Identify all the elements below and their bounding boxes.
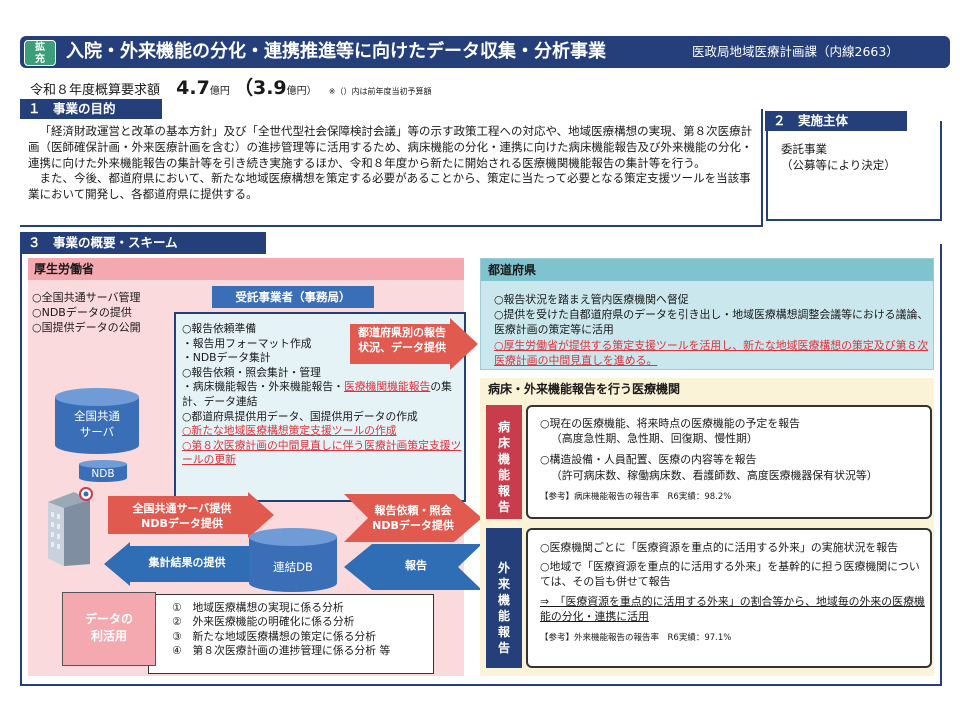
arrow-to-prefecture-label: 都道府県別の報告 状況、データ提供: [358, 326, 446, 354]
outpatient-function-report-label: 外来機能報告: [486, 528, 522, 668]
data-use-box: [148, 594, 434, 674]
contractor-heading: 受託事業者（事務局）: [212, 286, 374, 308]
server-label-line2: サーバ: [80, 425, 115, 439]
title-bar: [20, 36, 950, 68]
mhlw-duties: ○全国共通サーバ管理 ○NDBデータの提供 ○国提供データの公開: [32, 291, 141, 334]
implementer-heading: ２ 実施主体: [765, 111, 907, 131]
budget-prev-amount: （3.9: [233, 77, 287, 99]
contractor-tasks: ○報告依頼準備 ・報告用フォーマット作成 ・NDBデータ集計 ○報告依頼・照会集…: [182, 322, 462, 467]
outpatient-function-report-box: [526, 528, 932, 668]
national-server-cylinder: 全国共通 サーバ: [55, 388, 139, 454]
budget-amount: 4.7: [176, 77, 210, 99]
arrow-to-prefecture: [350, 318, 478, 370]
scheme-heading: ３ 事業の概要・スキーム: [20, 232, 266, 254]
implementer-frame: [766, 121, 942, 221]
server-label-line1: 全国共通: [74, 409, 120, 423]
outpatient-report-rate: 【参考】外来機能報告の報告率 R6実績：97.1%: [540, 633, 732, 644]
ward-function-report-label: 病床機能報告: [486, 405, 522, 519]
scheme-frame: [20, 244, 942, 686]
arrow-request-label: 報告依頼・照会 NDBデータ提供: [372, 504, 454, 532]
data-use-label: データの 利活用: [62, 592, 156, 666]
purpose-frame: [20, 109, 763, 227]
arrow-report-label: 報告: [405, 559, 427, 572]
hospitals-heading: 病床・外来機能報告を行う医療機関: [480, 378, 934, 400]
building-icon: [48, 487, 93, 566]
arrow-aggregate: [104, 542, 254, 586]
budget-note: ※（）内は前年度当初予算額: [328, 87, 432, 96]
budget-line: 令和８年度概算要求額 4.7億円 （3.9億円） ※（）内は前年度当初予算額: [30, 77, 432, 99]
ward-function-report-items: ○現在の医療機能、将来時点の医療機能の予定を報告 （高度急性期、急性期、回復期、…: [540, 416, 928, 503]
arrow-report: [344, 544, 482, 590]
mhlw-heading: 厚生労働省: [28, 258, 464, 280]
ward-function-report-box: [526, 405, 932, 519]
arrow-aggregate-label: 集計結果の提供: [148, 556, 226, 569]
ndb-label: NDB: [91, 468, 114, 480]
arrow-server-ndb: [108, 492, 274, 538]
ward-report-rate: 【参考】病床機能報告の報告率 R6実績：98.2%: [540, 491, 732, 502]
expansion-badge: 拡 充: [24, 40, 56, 66]
arrow-request: [344, 494, 482, 542]
institution-function-report-text: 医療機関機能報告: [343, 380, 431, 394]
prefecture-heading: 都道府県: [481, 259, 933, 281]
department-label: 医政局地域医療計画課（内線2663）: [692, 44, 899, 59]
arrow-server-ndb-label: 全国共通サーバ提供 NDBデータ提供: [132, 502, 232, 530]
prefecture-duties: ○報告状況を踏まえ管内医療機関へ督促 ○提供を受けた自都道府県のデータを引き出し…: [494, 293, 929, 367]
purpose-text: 「経済財政運営と改革の基本方針」及び「全世代型社会保障検討会議」等の示す政策工程…: [28, 124, 753, 202]
page-title: 入院・外来機能の分化・連携推進等に向けたデータ収集・分析事業: [66, 41, 606, 62]
db-label: 連結DB: [273, 560, 313, 574]
outpatient-function-report-items: ○医療機関ごとに「医療資源を重点的に活用する外来」の実施状況を報告 ○地域で「医…: [540, 540, 928, 644]
implementer-text: 委託事業 （公募等により決定）: [781, 142, 896, 172]
purpose-heading: １ 事業の目的: [20, 99, 162, 119]
ndb-cylinder: NDB: [79, 460, 127, 482]
linked-db-cylinder: 連結DB: [249, 528, 337, 592]
data-use-list: ① 地域医療構想の実現に係る分析 ② 外来医療機能の明確化に係る分析 ③ 新たな…: [172, 601, 391, 658]
